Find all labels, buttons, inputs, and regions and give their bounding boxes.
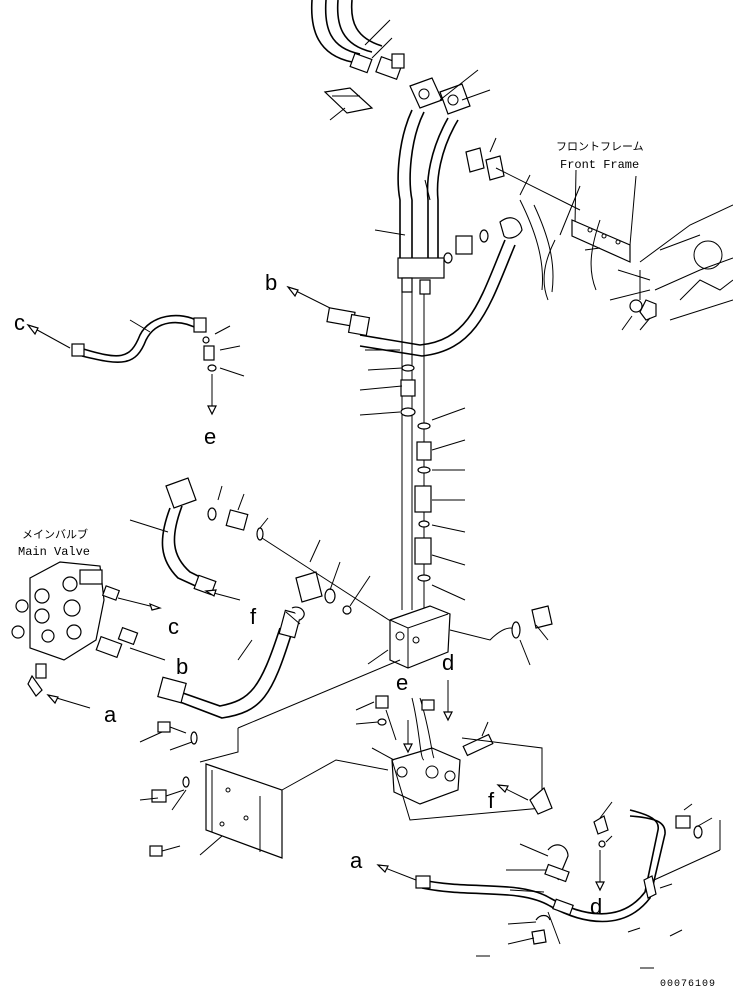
label-c-mid: c (168, 614, 179, 639)
main-valve-en: Main Valve (18, 545, 90, 559)
hose-b-lower (157, 606, 305, 719)
label-f-right: f (488, 788, 495, 813)
leader-lines-stack (359, 349, 466, 601)
twin-tubes (397, 109, 459, 295)
label-d-center: d (442, 650, 454, 675)
front-frame-jp: フロントフレーム (556, 140, 644, 153)
front-frame-en: Front Frame (560, 158, 639, 172)
control-valve (355, 680, 543, 821)
label-e-left: e (204, 424, 216, 449)
hose-a-lower (376, 801, 721, 969)
drawing-number: 00076109 (660, 979, 716, 990)
hose-clips (465, 147, 581, 211)
label-a-left: a (104, 702, 117, 727)
leader-lines-top (329, 19, 651, 331)
clamp-bracket (323, 87, 374, 114)
hose-b (326, 239, 516, 357)
label-c-left: c (14, 310, 25, 335)
elbow-fitting-upper (443, 217, 523, 264)
main-valve (11, 561, 105, 697)
label-a-right: a (350, 848, 363, 873)
center-fitting-stack (400, 292, 432, 610)
upper-valve-fittings (261, 537, 393, 623)
distribution-block (367, 605, 553, 669)
plate-bolts (139, 721, 198, 857)
arrow-b-top (286, 285, 331, 309)
label-b-mid: b (176, 654, 188, 679)
upper-hoses (310, 0, 405, 81)
main-valve-fittings (46, 585, 166, 709)
hose-c (26, 314, 245, 416)
label-f-left: f (250, 604, 257, 629)
front-frame (519, 169, 733, 321)
block-link-lines (199, 659, 401, 763)
label-d-right: d (590, 894, 602, 919)
label-b-top: b (265, 270, 277, 295)
label-e-center: e (396, 670, 408, 695)
cover-plate (199, 759, 389, 859)
main-valve-jp: メインバルブ (22, 527, 88, 541)
hose-f (129, 477, 269, 601)
flange-blocks (409, 77, 471, 115)
fitting-f-lower (496, 784, 553, 815)
